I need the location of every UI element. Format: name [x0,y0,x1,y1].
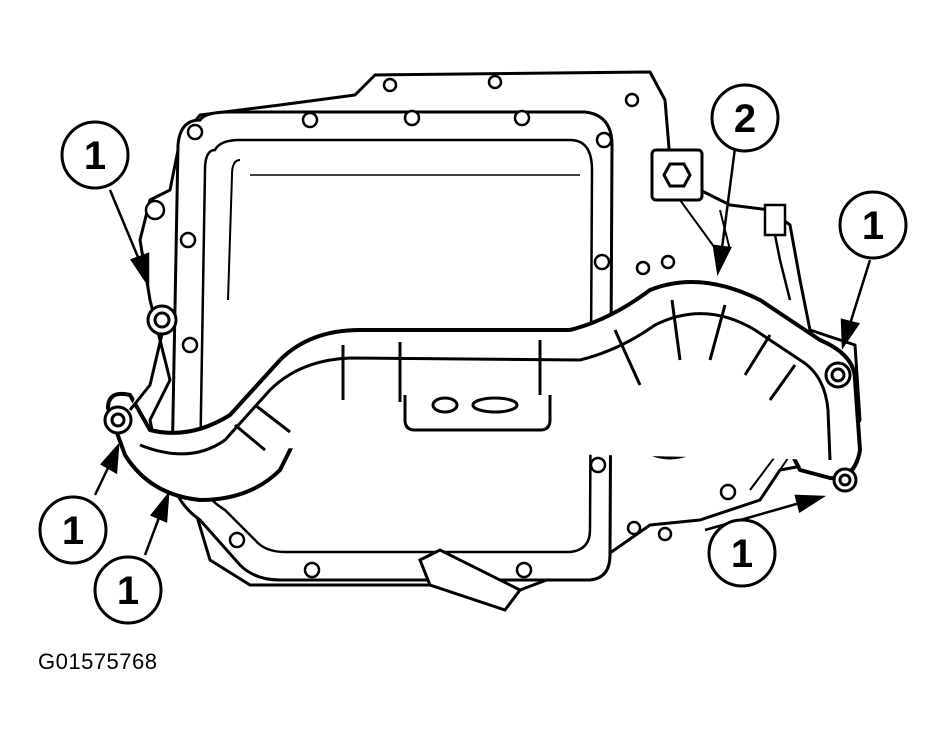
callout-1-bottom-right: 1 [707,518,777,588]
oil-pan-bolts [144,74,737,581]
svg-text:1: 1 [117,569,139,613]
callout-2-top: 2 [710,83,780,153]
hex-bolt [650,148,704,202]
svg-text:1: 1 [84,134,106,178]
brace-bolts [103,304,858,493]
brace [106,280,862,502]
callout-1-bottom-left: 1 [38,495,108,565]
leader-arrows [93,147,872,556]
svg-text:1: 1 [862,204,884,248]
callout-1-bottom-center-left: 1 [93,555,163,625]
svg-text:1: 1 [731,532,753,576]
callout-1-right: 1 [838,190,908,260]
svg-text:2: 2 [734,97,756,141]
brace-center-plate [403,395,552,432]
figure-id: G01575768 [38,649,158,674]
svg-text:1: 1 [62,509,84,553]
lower-bracket [418,548,523,612]
callout-1-top-left: 1 [60,120,130,190]
